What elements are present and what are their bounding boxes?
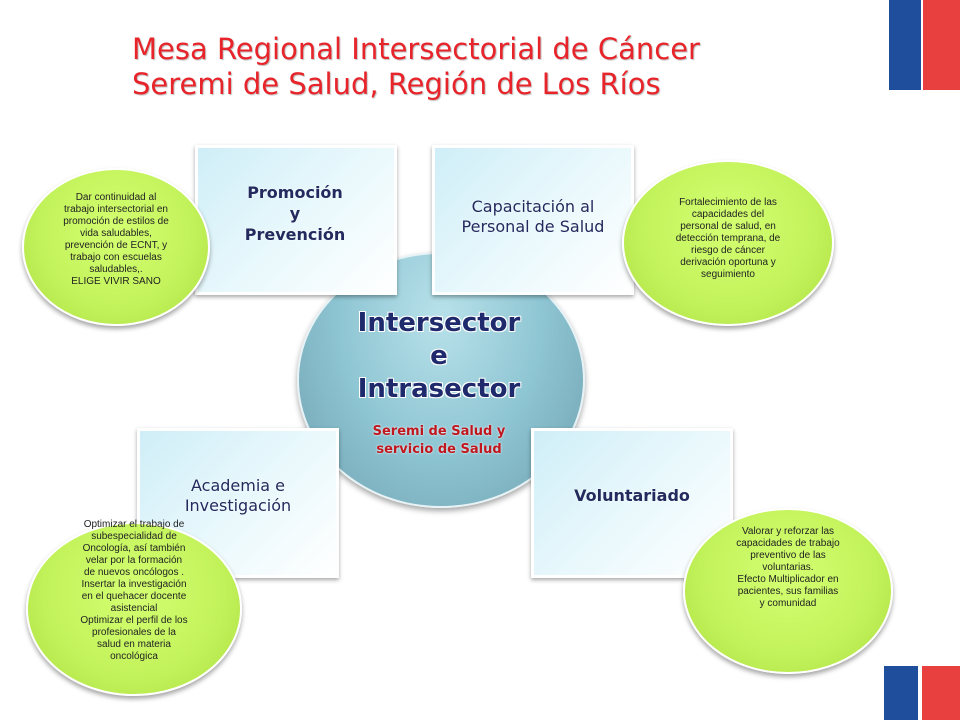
- oval-promocion-text: Dar continuidad al trabajo intersectoria…: [63, 192, 169, 287]
- box-capacitacion-label-line-2: Personal de Salud: [461, 217, 605, 236]
- box-capacitacion-label: Capacitación al Personal de Salud: [437, 197, 629, 237]
- oval-capacitacion: [622, 160, 834, 326]
- box-capacitacion: [432, 145, 634, 295]
- center-title-line-3: Intrasector: [357, 374, 521, 404]
- box-promocion-label: Promoción y Prevención: [210, 182, 380, 245]
- center-title: Intersector e Intrasector: [310, 307, 568, 406]
- oval-academia-text: Optimizar el trabajo de subespecialidad …: [80, 519, 188, 662]
- box-academia-label-line-1: Academia e: [190, 476, 286, 495]
- oval-voluntariado: [683, 508, 893, 674]
- box-academia-label-line-2: Investigación: [184, 496, 292, 515]
- page-title: Mesa Regional Intersectorial de Cáncer S…: [132, 32, 852, 102]
- center-title-line-2: e: [430, 341, 448, 371]
- title-line-2: Seremi de Salud, Región de Los Ríos: [132, 67, 661, 101]
- oval-promocion: [22, 168, 210, 326]
- center-subtitle-line-1: Seremi de Salud y: [372, 424, 506, 439]
- oval-capacitacion-text: Fortalecimiento de las capacidades del p…: [675, 197, 781, 280]
- box-promocion-label-line-3: Prevención: [244, 225, 346, 244]
- box-academia-label: Academia e Investigación: [142, 476, 334, 516]
- box-capacitacion-label-line-1: Capacitación al: [471, 197, 595, 216]
- oval-academia: [26, 522, 242, 696]
- box-voluntariado-label: Voluntariado: [536, 486, 728, 506]
- flag-bottom-right: [884, 666, 960, 720]
- center-title-line-1: Intersector: [357, 308, 521, 338]
- box-promocion-label-line-2: y: [289, 204, 301, 223]
- center-subtitle: Seremi de Salud y servicio de Salud: [330, 423, 548, 459]
- oval-voluntariado-text: Valorar y reforzar las capacidades de tr…: [736, 526, 840, 609]
- flag-top-right: [889, 0, 960, 90]
- box-promocion: [195, 145, 397, 295]
- title-line-1: Mesa Regional Intersectorial de Cáncer: [132, 32, 700, 66]
- box-promocion-label-line-1: Promoción: [247, 183, 343, 202]
- center-subtitle-line-2: servicio de Salud: [376, 442, 502, 457]
- box-voluntariado-label-line-1: Voluntariado: [574, 486, 690, 505]
